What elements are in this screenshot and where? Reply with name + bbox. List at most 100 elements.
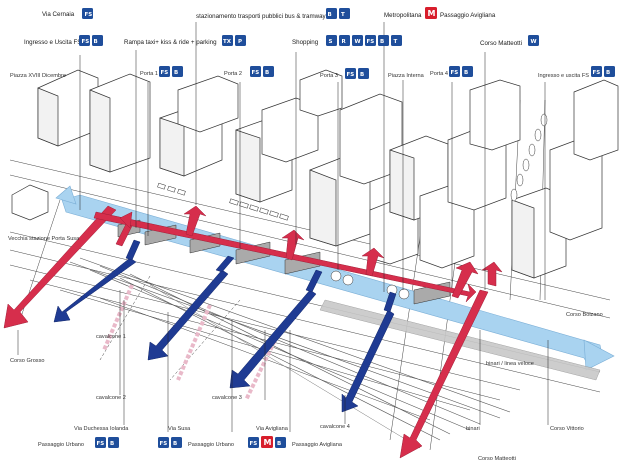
label-stazionamento: stazionamento trasporti pubblici bus & t… (196, 13, 327, 20)
train-icon: FS (158, 437, 169, 448)
leader-lines (17, 22, 549, 432)
train-icon: FS (95, 437, 106, 448)
bus-icon: B (263, 66, 274, 77)
shopping-bag-icon: S (326, 35, 337, 46)
parking-icon: P (235, 35, 246, 46)
svg-text:TX: TX (223, 39, 232, 45)
label-metropolitana: Metropolitana (384, 12, 422, 19)
bus-icon: B (462, 66, 473, 77)
svg-text:B: B (464, 70, 468, 76)
bus-icon: B (108, 437, 119, 448)
label-vecchia-stazione-text: Vecchia stazione Porta Susa (8, 236, 80, 242)
tram-icon: T (391, 35, 402, 46)
label-via-avigliana: Via Avigliana (256, 426, 289, 432)
restaurant-icon: R (339, 35, 350, 46)
svg-text:B: B (277, 441, 281, 447)
svg-text:B: B (110, 441, 114, 447)
svg-text:FS: FS (97, 441, 105, 447)
svg-text:S: S (329, 39, 333, 45)
train-icon: FS (79, 35, 90, 46)
metro-icon: M (261, 436, 273, 448)
label-porta2: Porta 2 (224, 71, 242, 77)
label-corso-matteotti-top: Corso Matteotti (480, 40, 522, 47)
svg-text:M: M (264, 438, 272, 447)
svg-text:R: R (342, 39, 347, 45)
label-porta4: Porta 4 (430, 71, 448, 77)
svg-text:W: W (355, 39, 361, 45)
label-rampa-taxi: Rampa taxi+ kiss & ride + parking (124, 39, 217, 46)
blue-flow-cavalcone3 (229, 289, 317, 389)
label-cavalcone3: cavalcone 3 (212, 395, 242, 401)
red-flow-main-concourse (93, 211, 477, 303)
svg-text:B: B (380, 39, 384, 45)
pink-dashed-flows (102, 284, 282, 401)
svg-text:FS: FS (347, 72, 355, 78)
vehicle-clusters (157, 113, 548, 221)
svg-text:B: B (328, 12, 332, 18)
label-via-cernaia: Via Cernaia (42, 11, 75, 18)
blue-flow-cavalcone4 (341, 309, 395, 413)
labels: Via Cernaia FS stazionamento trasporti p… (8, 7, 615, 462)
svg-text:T: T (394, 39, 398, 45)
svg-text:B: B (360, 72, 364, 78)
label-shopping: Shopping (292, 39, 319, 46)
pedestrian-icon: W (352, 35, 363, 46)
bus-icon: B (275, 437, 286, 448)
label-ingresso-uscita-right: Ingresso e uscita FS (538, 73, 589, 79)
label-passaggio-urbano-1: Passaggio Urbano (38, 442, 84, 448)
svg-text:FS: FS (367, 39, 375, 45)
label-ingresso-uscita-top: Ingresso e Uscita FS (24, 39, 81, 46)
label-cavalcone1: cavalcone 1 (96, 334, 126, 340)
label-piazza-interna: Piazza Interna (388, 73, 425, 79)
svg-text:FS: FS (252, 70, 260, 76)
buildings (11, 69, 619, 279)
svg-text:FS: FS (250, 441, 258, 447)
train-icon: FS (159, 66, 170, 77)
train-icon: FS (449, 66, 460, 77)
label-corso-vittorio: Corso Vittorio (550, 426, 584, 432)
bus-icon: B (172, 66, 183, 77)
label-passaggio-urbano-2: Passaggio Urbano (188, 442, 234, 448)
svg-text:P: P (238, 39, 242, 45)
label-binari-linea-veloce: binari / linea veloce (486, 361, 534, 367)
svg-text:FS: FS (451, 70, 459, 76)
red-flow-porta4 (451, 261, 479, 299)
svg-text:B: B (94, 39, 98, 45)
svg-text:FS: FS (160, 441, 168, 447)
svg-text:B: B (265, 70, 269, 76)
svg-text:FS: FS (85, 12, 93, 18)
train-icon: FS (345, 68, 356, 79)
label-cavalcone2: cavalcone 2 (96, 395, 126, 401)
taxi-icon: TX (222, 35, 233, 46)
svg-text:W: W (531, 39, 537, 45)
label-passaggio-avigliana-bottom: Passaggio Avigliana (292, 442, 343, 448)
svg-text:B: B (174, 70, 178, 76)
blue-flow-cavalcone1 (53, 257, 137, 323)
bus-icon: B (92, 35, 103, 46)
svg-text:FS: FS (593, 70, 601, 76)
train-icon: FS (365, 35, 376, 46)
svg-text:FS: FS (82, 39, 90, 45)
metro-icon: M (425, 7, 437, 19)
label-corso-bolzano: Corso Bolzano (566, 312, 603, 318)
train-icon: FS (250, 66, 261, 77)
label-via-duchessa: Via Duchessa Iolanda (74, 426, 129, 432)
label-passaggio-avigliana-top: Passaggio Avigliana (440, 12, 496, 19)
red-flow-right (481, 261, 503, 287)
label-cavalcone4: cavalcone 4 (320, 424, 350, 430)
train-icon: FS (82, 8, 93, 19)
svg-text:T: T (341, 12, 345, 18)
label-porta3: Porta 3 (320, 73, 338, 79)
label-corso-grosso: Corso Grosso (10, 358, 45, 364)
label-binari: binari (466, 426, 480, 432)
red-flow-porta2 (183, 205, 207, 237)
red-flow-porta3 (281, 229, 305, 261)
red-flow-arrows (3, 205, 503, 459)
red-flow-corso-matteotti (399, 289, 489, 459)
red-flow-piazza (361, 247, 385, 277)
train-icon: FS (248, 437, 259, 448)
bus-icon: B (358, 68, 369, 79)
label-porta1: Porta 1 (140, 71, 158, 77)
train-icon: FS (591, 66, 602, 77)
